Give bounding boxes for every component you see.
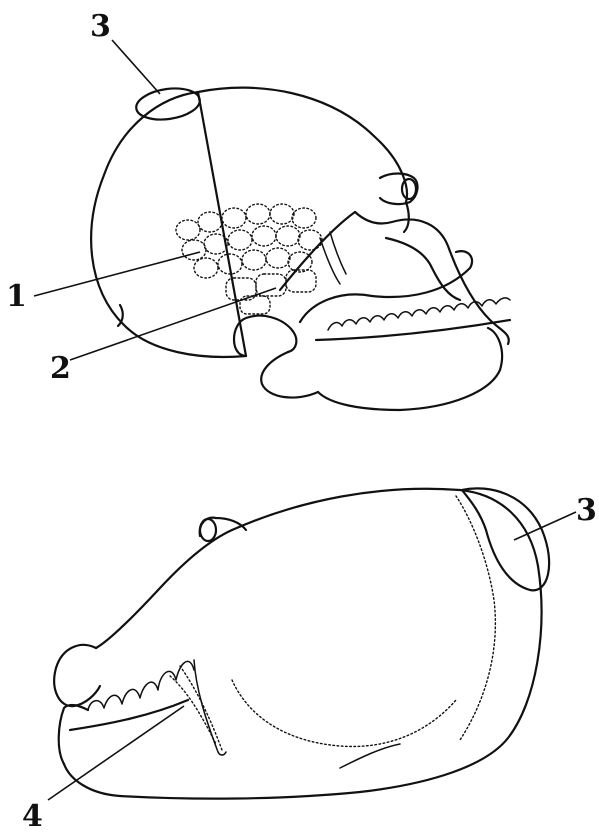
top-cell-cluster-2 [226, 270, 316, 314]
top-lower-flap [318, 328, 502, 410]
bottom-siphon-opening [200, 519, 216, 541]
bottom-body-outline [64, 489, 541, 799]
top-leader-3 [112, 40, 160, 94]
top-hinge-curve [300, 251, 472, 322]
bottom-cap-dotted-edge [456, 496, 495, 740]
top-teeth-base [316, 320, 510, 340]
bottom-gill-fringe [194, 660, 226, 755]
top-siphon [380, 174, 417, 205]
bottom-view: 3 4 [22, 488, 597, 832]
top-leader-1 [34, 252, 200, 296]
top-label-2: 2 [50, 351, 71, 386]
bottom-inner-dotted-arc [232, 680, 456, 747]
bottom-lower-jaw [59, 705, 88, 764]
top-cap-structure [134, 85, 202, 124]
top-view: 1 2 3 [6, 9, 510, 410]
top-siphon-opening [402, 179, 416, 199]
top-label-1: 1 [6, 279, 27, 314]
bottom-teeth-row [88, 661, 194, 710]
bottom-label-4: 4 [22, 799, 43, 832]
bottom-cap-structure [462, 488, 549, 590]
bottom-leader-4 [48, 706, 184, 800]
bottom-label-3: 3 [576, 493, 597, 528]
bottom-mouth-lobe [54, 645, 100, 706]
top-label-3: 3 [90, 9, 111, 44]
bottom-lower-seam [340, 744, 400, 768]
top-mantle-fold [355, 202, 509, 344]
bottom-body-upper [96, 530, 232, 648]
top-oral-lobe [261, 352, 318, 398]
